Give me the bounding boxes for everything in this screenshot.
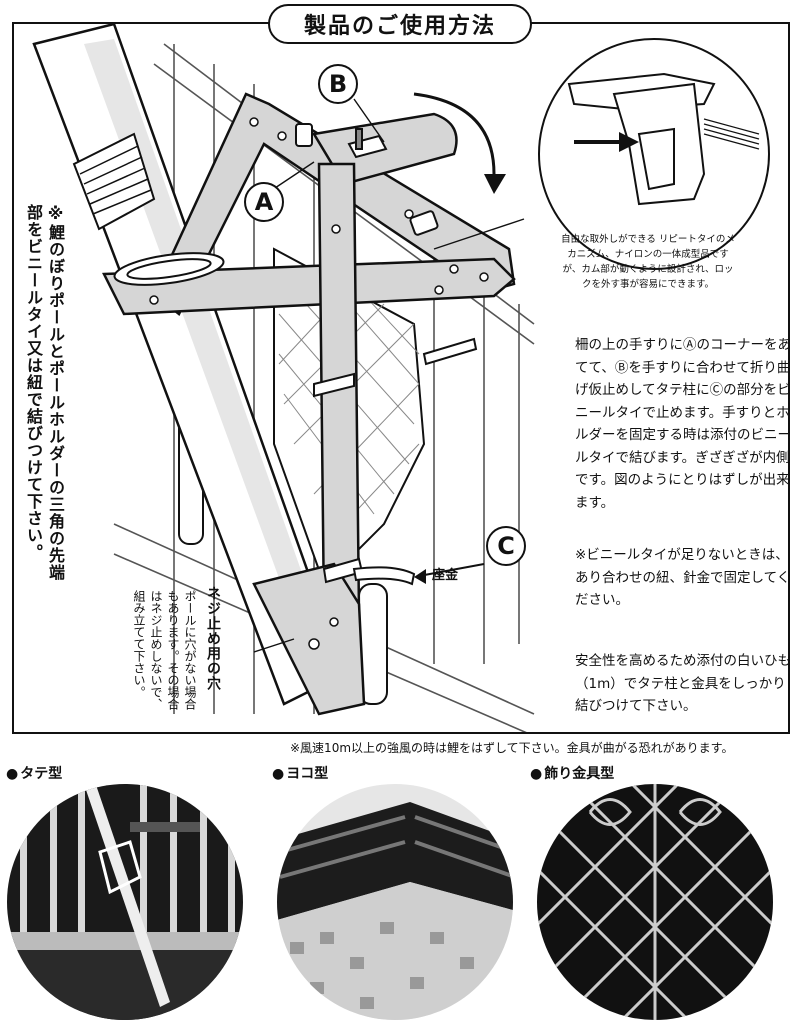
instruction-frame: B A C ※鯉のぼりポールとポールホルダーの三角の先端部をビニールタイ又は紐で…: [12, 22, 790, 734]
zagane-label: 座金: [432, 568, 459, 583]
left-vertical-note: ※鯉のぼりポールとポールホルダーの三角の先端部をビニールタイ又は紐で結びつけて下…: [24, 204, 65, 581]
photo-title-tate: タテ型: [6, 763, 62, 783]
instruction-paragraph-2: ※ビニールタイが足りないときは、あり合わせの紐、針金で固定してください。: [575, 547, 790, 608]
photo-title-yoko: ヨコ型: [272, 763, 328, 783]
label-a: A: [244, 182, 284, 222]
label-b: B: [318, 64, 358, 104]
photo-yoko-type: [277, 784, 513, 1020]
title-banner: 製品のご使用方法: [268, 4, 532, 44]
label-c: C: [486, 526, 526, 566]
installation-illustration: [32, 24, 770, 732]
screw-hole-title: ネジ止め用の穴: [205, 586, 221, 691]
photo-title-kazari: 飾り金具型: [530, 763, 614, 783]
inset-caption: 自由な取外しができる リピートタイのメカニズム、ナイロンの一体成型品ですが、カム…: [561, 234, 735, 290]
instruction-paragraph-3: 安全性を高めるため添付の白いひも（1m）でタテ柱と金具をしっかり結びつけて下さい…: [575, 653, 790, 714]
wind-warning: ※風速10m以上の強風の時は鯉をはずして下さい。金具が曲がる恐れがあります。: [290, 741, 734, 755]
screw-hole-note: ポールに穴がない場合もあります。その場合はネジ止めしないで、組み立てて下さい。: [132, 590, 197, 710]
photo-kazari-type: [537, 784, 773, 1020]
photo-tate-type: [7, 784, 243, 1020]
instruction-paragraph-1: 柵の上の手すりにⒶのコーナーをあてて、Ⓑを手すりに合わせて折り曲げ仮止めしてタテ…: [575, 337, 790, 511]
